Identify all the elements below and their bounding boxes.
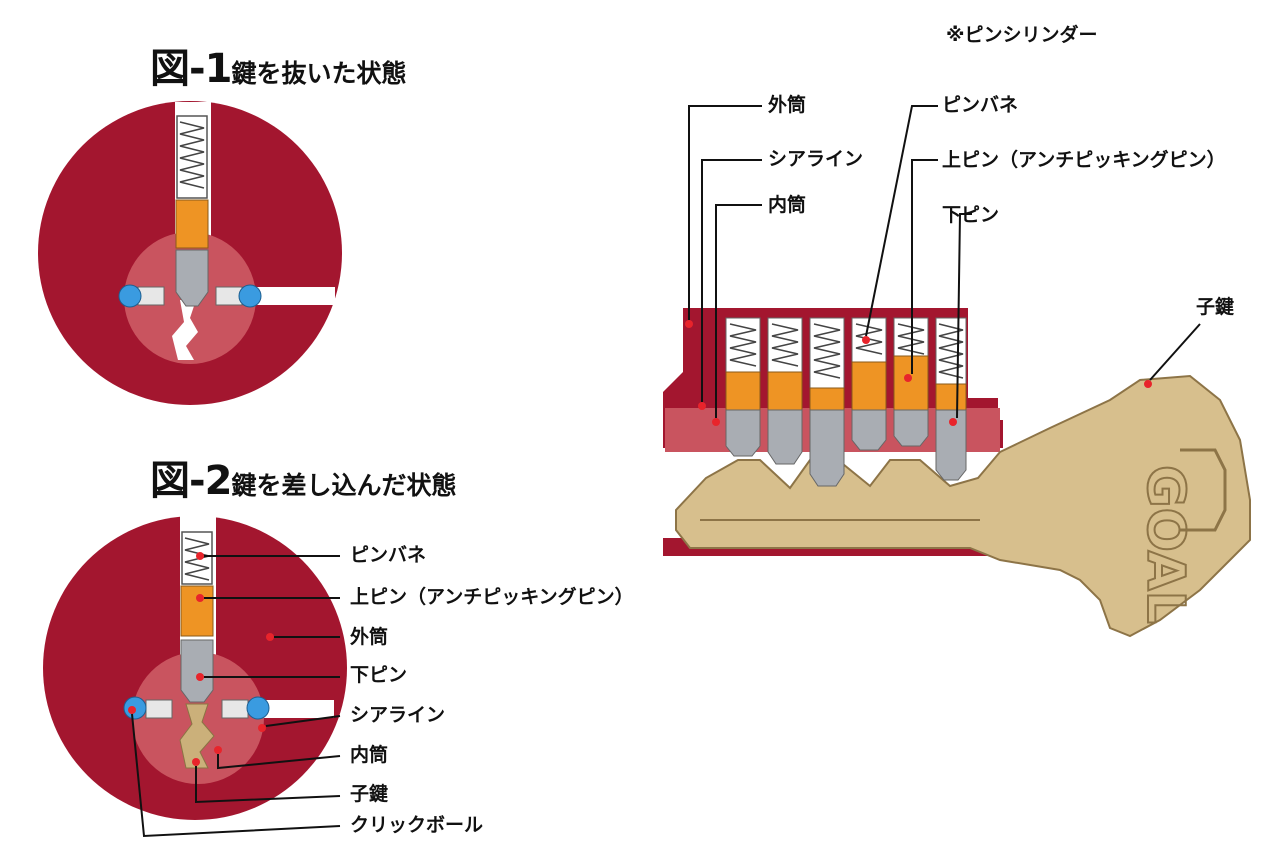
- figure1-title-number: 図-1: [150, 46, 232, 92]
- figure1-spring-coil: [179, 121, 205, 189]
- pin1-coil: [729, 323, 757, 367]
- figure1-lower-pin: [175, 249, 209, 307]
- figure2-title-number: 図-2: [150, 458, 232, 504]
- marker-outer-cylinder: [266, 633, 274, 641]
- pin2-coil: [771, 323, 799, 367]
- figure2-click-ball-right: [246, 696, 270, 720]
- marker-inner-cylinder: [214, 746, 222, 754]
- fig2-label-upper-pin: 上ピン（アンチピッキングピン）: [350, 586, 634, 608]
- key: GOAL: [675, 374, 1251, 638]
- figure1-title: 図-1鍵を抜いた状態: [150, 36, 406, 94]
- figure2-upper-pin: [180, 585, 214, 637]
- pin6-lower: [935, 409, 967, 481]
- leader-cyl-shear-line: [701, 159, 762, 402]
- figure1-title-text: 鍵を抜いた状態: [231, 59, 407, 88]
- figure2-title-text: 鍵を差し込んだ状態: [231, 471, 457, 500]
- leader-cyl-lower-pin: [956, 213, 972, 419]
- marker-upper-pin: [196, 594, 204, 602]
- leader-shear-line: [265, 715, 341, 727]
- pin3-upper: [809, 387, 845, 411]
- marker-cyl-key: [1144, 380, 1152, 388]
- fig2-label-outer-cylinder: 外筒: [350, 626, 389, 648]
- figure1-click-ball-left: [118, 284, 142, 308]
- figure1-keyway: [172, 300, 198, 360]
- fig2-label-shear-line: シアライン: [350, 704, 446, 726]
- leader-cyl-spring: [865, 105, 938, 337]
- figure1-click-ball-right: [238, 284, 262, 308]
- fig2-label-inner-cylinder: 内筒: [350, 744, 389, 766]
- leader-click-ball: [131, 713, 341, 838]
- pin6-coil: [938, 323, 964, 379]
- key-hole: [1180, 448, 1227, 532]
- pin6-upper: [935, 383, 967, 411]
- marker-cyl-upper-pin: [904, 374, 912, 382]
- marker-cyl-inner: [712, 418, 720, 426]
- pin1-lower: [725, 409, 761, 457]
- fig2-label-pin-spring: ピンバネ: [350, 544, 427, 566]
- marker-cyl-shear-line: [698, 402, 706, 410]
- leader-cyl-upper-pin: [911, 159, 938, 374]
- pin3-coil: [813, 323, 841, 379]
- figure2-side-channel: [258, 700, 334, 718]
- pin3-lower: [809, 409, 845, 487]
- figure1-side-channel: [255, 287, 335, 305]
- pin-cylinder-note: ※ピンシリンダー: [946, 24, 1098, 46]
- marker-pin-spring: [196, 552, 204, 560]
- cyl-label-upper-pin: 上ピン（アンチピッキングピン）: [942, 149, 1226, 171]
- key-brand: GOAL: [1135, 465, 1195, 624]
- pin4-upper: [851, 361, 887, 411]
- leader-cyl-outer: [688, 105, 762, 320]
- figure2-markers: [128, 552, 274, 766]
- leader-cyl-key: [1149, 323, 1201, 381]
- cyl-label-outer-cylinder: 外筒: [768, 94, 807, 116]
- marker-lower-pin: [196, 673, 204, 681]
- marker-cyl-lower-pin: [949, 418, 957, 426]
- marker-cyl-outer: [685, 320, 693, 328]
- fig2-label-key: 子鍵: [350, 783, 389, 805]
- marker-click-ball: [128, 706, 136, 714]
- figure2-key-section: [179, 703, 215, 769]
- fig2-label-lower-pin: 下ピン: [350, 664, 408, 686]
- pin2-lower: [767, 409, 803, 465]
- figure1-upper-pin: [175, 199, 209, 249]
- marker-key: [192, 758, 200, 766]
- cyl-label-lower-pin: 下ピン: [942, 204, 1000, 226]
- cyl-label-shear-line: シアライン: [768, 148, 864, 170]
- cyl-label-key: 子鍵: [1196, 296, 1235, 318]
- figure2-title: 図-2鍵を差し込んだ状態: [150, 448, 456, 506]
- pin4-lower: [851, 409, 887, 451]
- cylinder-leader-lines: [688, 105, 1201, 419]
- cyl-label-inner-cylinder: 内筒: [768, 194, 807, 216]
- leader-cyl-inner: [715, 204, 762, 418]
- fig2-label-click-ball: クリックボール: [350, 814, 484, 836]
- marker-shear-line: [258, 724, 266, 732]
- pin5-lower: [893, 409, 929, 447]
- cylinder-markers: [685, 320, 1152, 426]
- cyl-label-pin-spring: ピンバネ: [942, 94, 1019, 116]
- figure2-leader-lines: [131, 555, 341, 838]
- figure2-lower-pin: [180, 639, 214, 703]
- pin1-upper: [725, 371, 761, 411]
- leader-key: [195, 766, 341, 804]
- figure2-spring-coil: [184, 537, 210, 581]
- leader-inner-cylinder: [217, 754, 341, 770]
- marker-cyl-spring: [862, 336, 870, 344]
- pin2-upper: [767, 371, 803, 411]
